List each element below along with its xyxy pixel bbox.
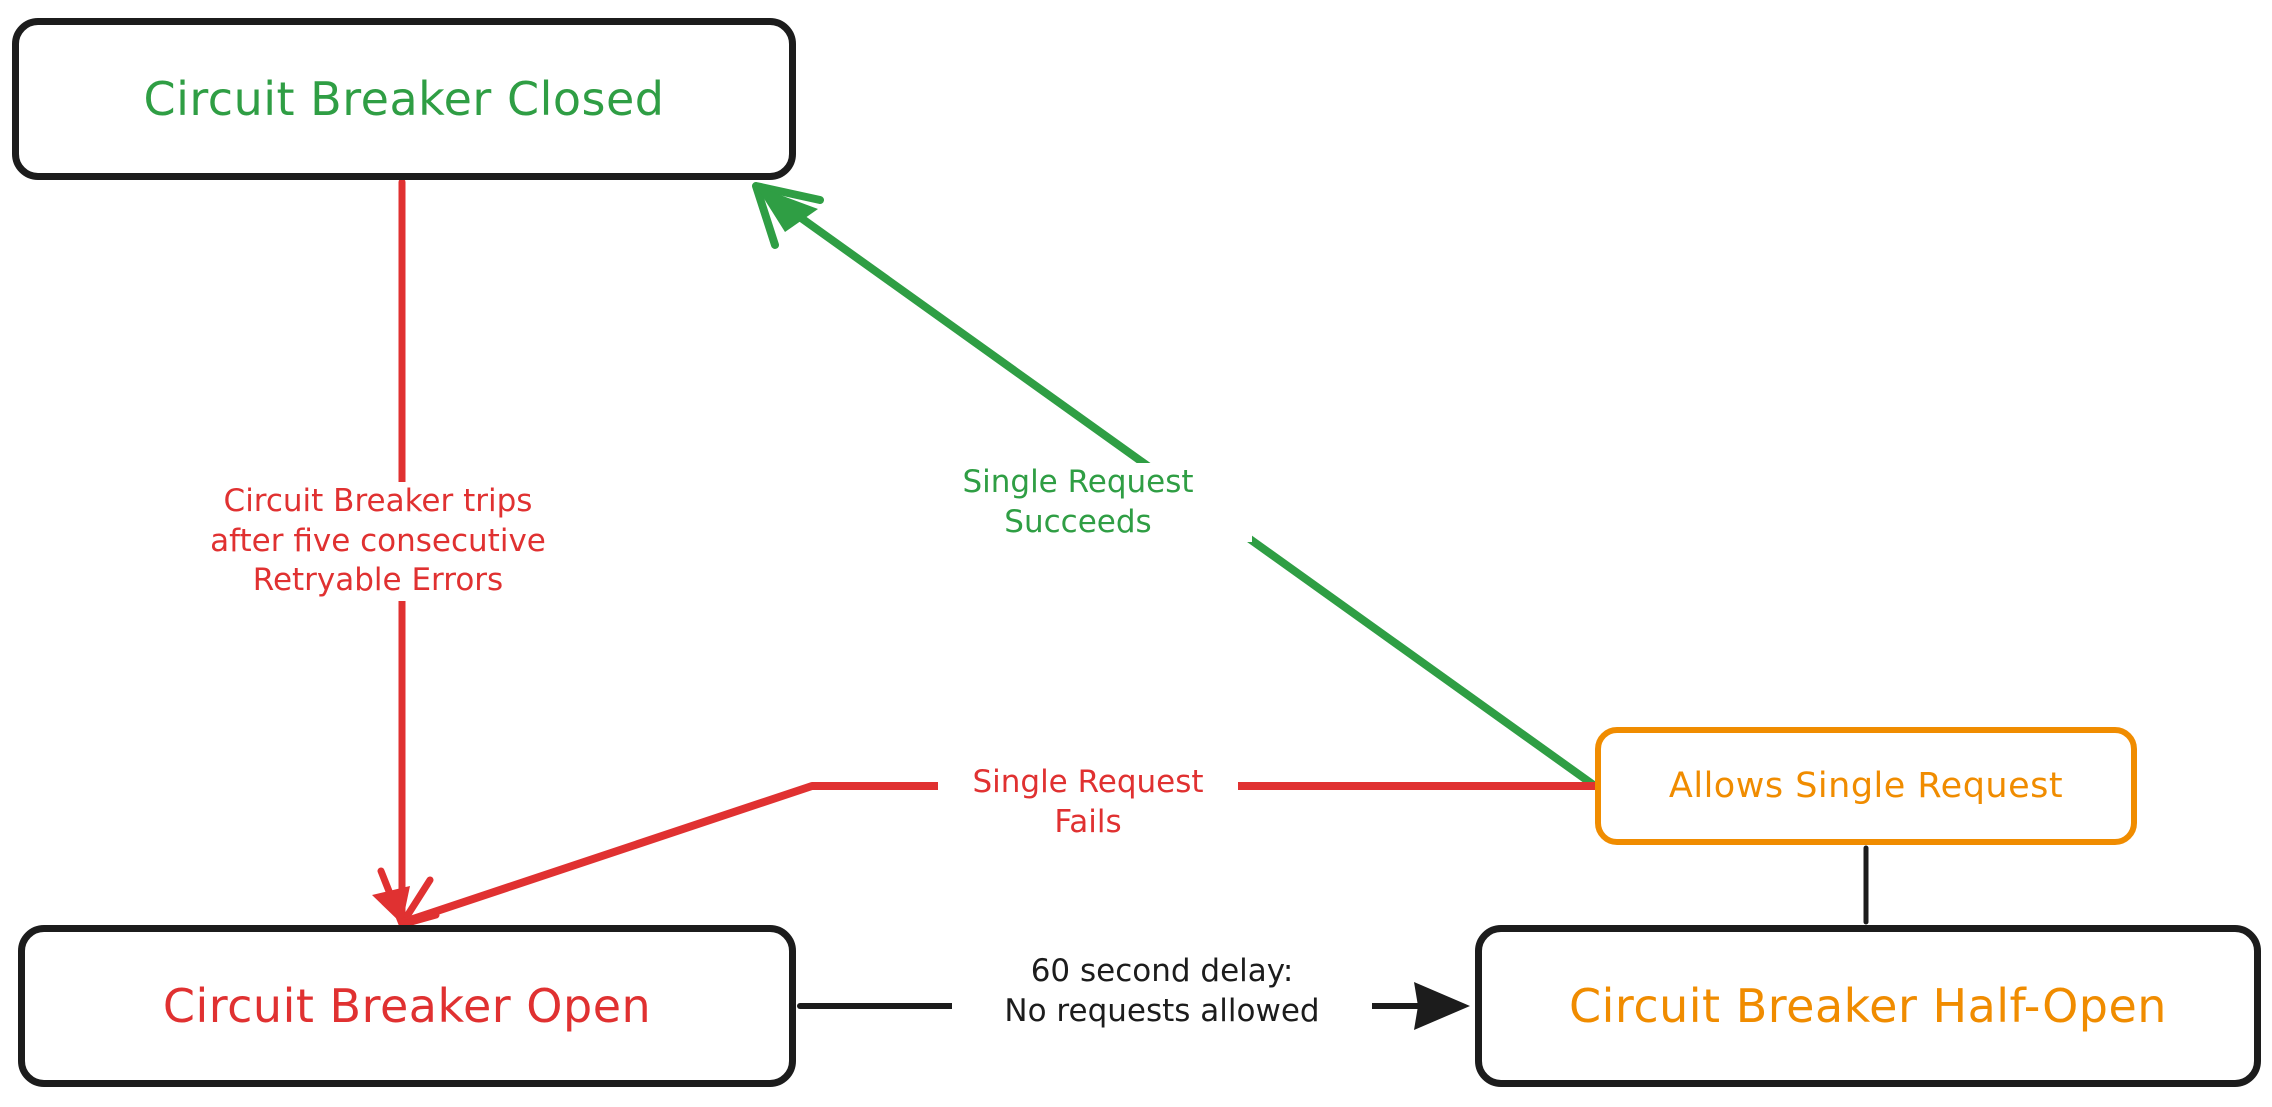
edge-closed-to-open xyxy=(372,178,434,928)
edge-allows-to-open xyxy=(400,782,1599,928)
node-circuit-breaker-open[interactable]: Circuit Breaker Open xyxy=(18,925,796,1087)
node-circuit-breaker-closed[interactable]: Circuit Breaker Closed xyxy=(12,18,796,180)
edge-allows-to-closed xyxy=(752,182,1599,790)
node-label-half-open: Circuit Breaker Half-Open xyxy=(1569,979,2167,1033)
node-circuit-breaker-half-open[interactable]: Circuit Breaker Half-Open xyxy=(1475,925,2261,1087)
node-label-closed: Circuit Breaker Closed xyxy=(143,72,665,126)
node-label-allows-single-request: Allows Single Request xyxy=(1668,766,2064,806)
edge-open-to-halfopen xyxy=(797,982,1470,1030)
node-label-open: Circuit Breaker Open xyxy=(162,979,652,1033)
node-allows-single-request[interactable]: Allows Single Request xyxy=(1595,727,2137,845)
